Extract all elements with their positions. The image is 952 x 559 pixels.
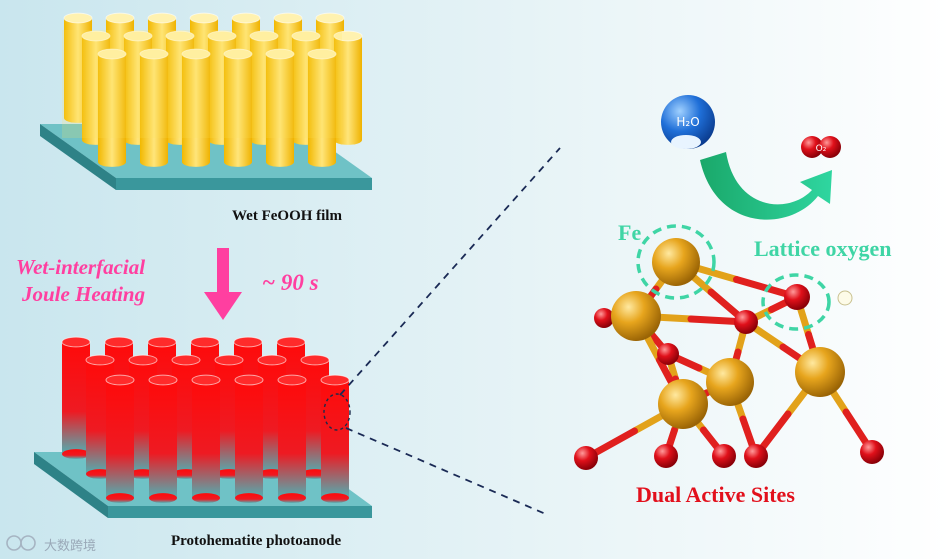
feooh-nanorod — [307, 48, 337, 167]
fe-site-highlight — [636, 224, 716, 300]
feooh-nanorod — [223, 48, 253, 167]
arrow-down-icon — [204, 248, 242, 320]
oxygen-atom — [594, 308, 614, 328]
feooh-nanorod — [139, 48, 169, 167]
hematite-nanorod — [277, 374, 307, 503]
feooh-nanorod — [333, 30, 363, 145]
fe-atom — [652, 238, 700, 286]
wet-feooh-film-illustration — [40, 12, 372, 190]
oxygen-atom — [860, 440, 884, 464]
curved-arrow-icon — [700, 152, 832, 220]
fe-atom — [658, 379, 708, 429]
crystal-structure — [574, 224, 884, 470]
hematite-nanorod — [148, 374, 178, 503]
heating-time-label: ~ 90 s — [262, 270, 319, 295]
hematite-nanorod — [61, 336, 91, 459]
fe-atom — [611, 291, 661, 341]
oxygen-formula: O₂ — [816, 144, 827, 154]
process-label-line1: Wet-interfacial — [16, 255, 146, 279]
wet-feooh-film-label: Wet FeOOH film — [232, 208, 342, 224]
oxygen-atom — [657, 343, 679, 365]
dual-active-sites-label: Dual Active Sites — [636, 482, 795, 507]
feooh-nanorod — [265, 48, 295, 167]
feooh-nanorod — [97, 48, 127, 167]
oxygen-atom — [734, 310, 758, 334]
photoanode-label: Protohematite photoanode — [171, 533, 342, 549]
protohematite-photoanode-illustration — [34, 336, 372, 518]
water-formula: H₂O — [676, 115, 699, 129]
hematite-nanorod — [234, 374, 264, 503]
feooh-nanorod — [181, 48, 211, 167]
water-molecule-icon: H₂O — [661, 95, 715, 149]
hematite-nanorod — [191, 374, 221, 503]
oxygen-atom — [654, 444, 678, 468]
oxygen-atom — [712, 444, 736, 468]
fe-atom — [706, 358, 754, 406]
lattice-oxygen-highlight — [761, 273, 831, 331]
process-label-line2: Joule Heating — [22, 282, 146, 306]
oxygen-atom — [744, 444, 768, 468]
fe-site-label: Fe — [618, 220, 642, 245]
oxygen-atom — [574, 446, 598, 470]
watermark-logo — [6, 535, 36, 551]
lattice-oxygen-label: Lattice oxygen — [754, 236, 892, 261]
oxygen-atom — [784, 284, 810, 310]
hematite-nanorod — [320, 374, 350, 503]
watermark-text: 大数跨境 — [44, 539, 97, 554]
fe-atom — [795, 347, 845, 397]
hematite-nanorod — [105, 374, 135, 503]
oxygen-molecule-icon: O₂ — [801, 136, 841, 158]
